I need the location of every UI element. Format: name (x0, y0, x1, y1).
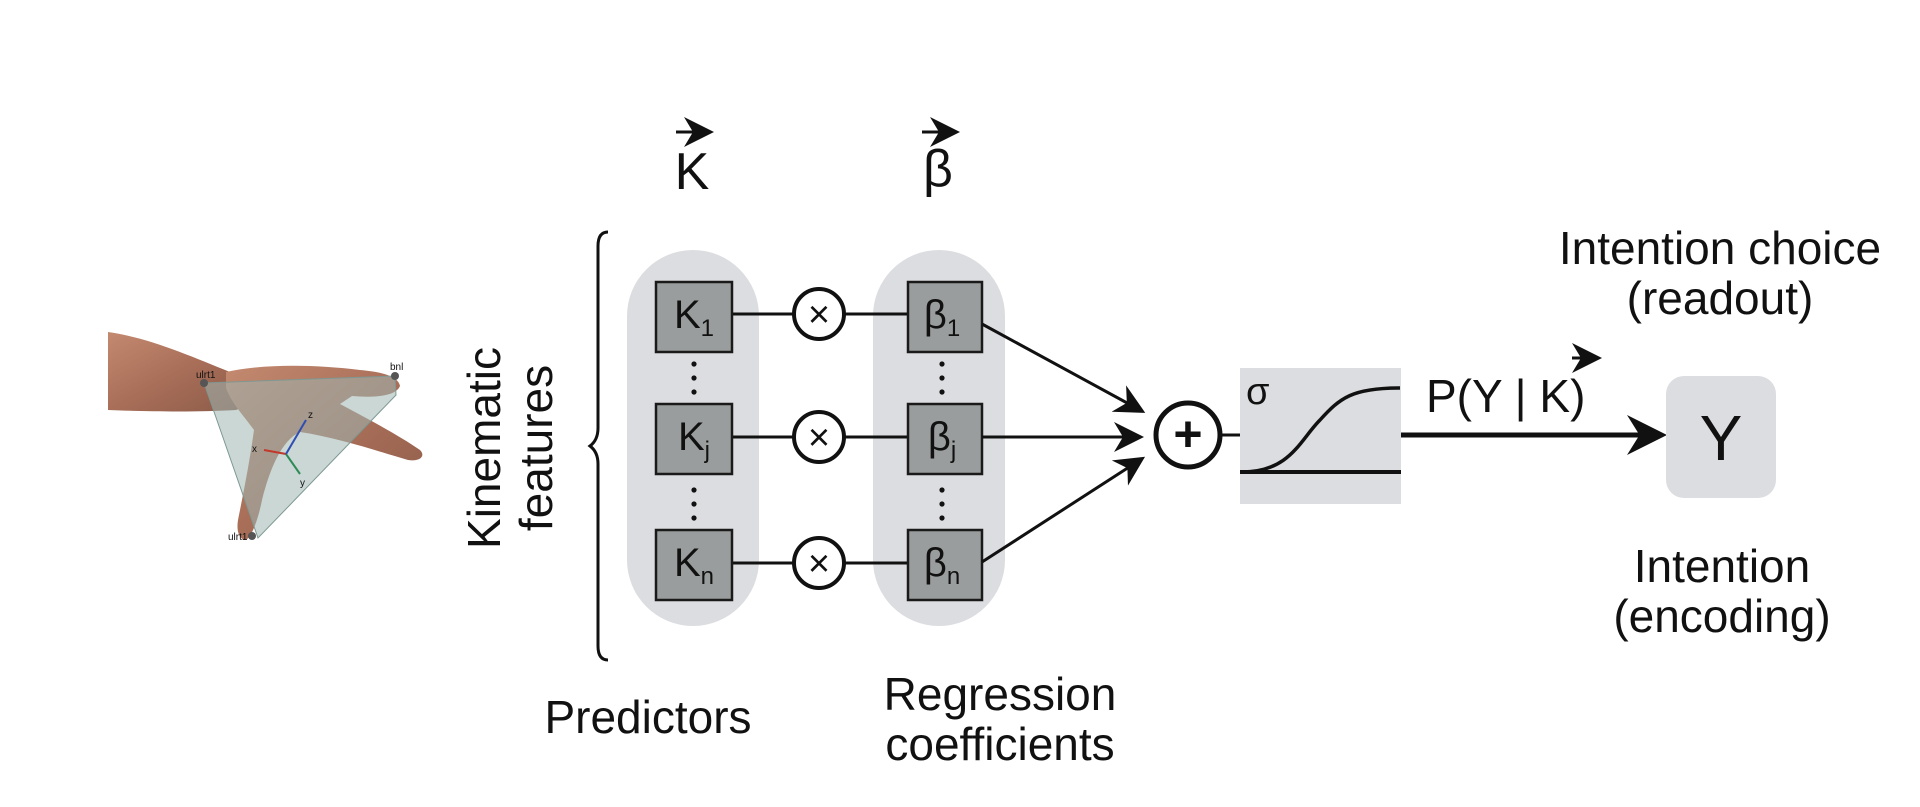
row-j: Kj × βj (654, 402, 984, 476)
hand-axis-label-z: z (308, 410, 313, 421)
hand-marker-label-1: ulrt1 (196, 370, 216, 381)
coefficient-dots-top-1 (939, 361, 945, 367)
coefficient-box-j (906, 402, 984, 476)
output-box (1666, 376, 1776, 498)
probability-vector: K (1539, 370, 1570, 422)
probability-prefix: P(Y | (1426, 370, 1539, 422)
kinematic-label-line1: Kinematic (458, 347, 510, 549)
predictor-dots-top-2 (691, 375, 697, 381)
predictor-subscript-j: j (704, 437, 710, 464)
coefficient-box-1 (906, 280, 984, 354)
coefficient-label-1: β1 (924, 293, 960, 342)
hand-marker-label-3: ulrt1 (228, 532, 248, 543)
coefficient-symbol-n: β (924, 541, 947, 585)
predictor-vector-header: K (675, 117, 714, 201)
sum-symbol: + (1173, 406, 1202, 462)
hand-axis-y (285, 453, 301, 475)
multiply-symbol-n: × (808, 543, 830, 585)
hand-axis-x (263, 449, 287, 455)
coefficient-label-n: βn (924, 541, 960, 590)
predictors-label: Predictors (544, 691, 751, 743)
probability-label: P(Y | K) (1426, 370, 1585, 422)
coefficient-vector-symbol: β (923, 140, 953, 198)
coefficient-dots-bot-3 (939, 515, 945, 521)
sigmoid-symbol: σ (1246, 371, 1269, 413)
predictor-dots-bot-1 (691, 487, 697, 493)
coefficient-subscript-n: n (947, 563, 960, 590)
encoding-label-line1: Intention (1634, 540, 1810, 592)
multiply-symbol-j: × (808, 417, 830, 459)
predictor-symbol-n: K (674, 541, 701, 585)
coefficient-subscript-1: 1 (947, 315, 960, 342)
readout-label-line1: Intention choice (1559, 222, 1881, 274)
predictor-dots-top-3 (691, 389, 697, 395)
predictor-dots-bot-2 (691, 501, 697, 507)
predictor-symbol-1: K (674, 293, 701, 337)
multiply-circle-j (792, 410, 846, 464)
predictor-subscript-1: 1 (701, 315, 714, 342)
probability-suffix: ) (1570, 370, 1585, 422)
multiply-symbol-1: × (808, 294, 830, 336)
hand-axis-label-x: x (252, 444, 257, 455)
hand-marker-index (391, 372, 399, 380)
predictor-box-n (654, 528, 734, 602)
hand-marker-plane (203, 375, 397, 539)
coefficient-label-j: βj (928, 415, 956, 464)
coefficient-box-n (906, 528, 984, 602)
predictor-dots-top-1 (691, 361, 697, 367)
output-symbol: Y (1700, 402, 1743, 474)
predictor-symbol-j: K (678, 415, 705, 459)
predictor-box-1 (654, 280, 734, 354)
predictor-box-j (654, 402, 734, 476)
hand-marker-wrist (200, 379, 208, 387)
hand-axis-label-y: y (300, 478, 305, 489)
row-n: Kn × βn (654, 528, 984, 602)
hand-illustration: ulrt1 bnl ulrt1 x y z (108, 332, 423, 543)
multiply-circle-n (792, 536, 846, 590)
readout-label-line2: (readout) (1627, 272, 1814, 324)
predictor-dots-bot-3 (691, 515, 697, 521)
ellipsis-dots (691, 361, 945, 521)
predictor-label-1: K1 (674, 293, 714, 342)
multiply-circle-1 (792, 287, 846, 341)
arrow-row-1-to-sum (981, 322, 1146, 413)
hand-marker-label-2: bnl (390, 362, 403, 373)
hand-axis-z (285, 419, 307, 455)
predictor-vector-symbol: K (675, 143, 710, 201)
kinematic-label: Kinematic features (458, 347, 562, 549)
sigmoid-curve (1241, 386, 1401, 474)
coefficient-dots-top-2 (939, 375, 945, 381)
arrow-row-n-to-sum (981, 456, 1146, 564)
predictor-label-n: Kn (674, 541, 714, 590)
predictor-subscript-n: n (701, 563, 714, 590)
coefficient-symbol-1: β (924, 293, 947, 337)
coefficient-subscript-j: j (950, 437, 956, 464)
row-1: K1 × β1 (654, 280, 984, 354)
coefficient-vector-header: β (922, 117, 960, 198)
predictor-label-j: Kj (678, 415, 710, 464)
coefficient-symbol-j: β (928, 415, 951, 459)
hand-marker-thumb (248, 532, 256, 540)
coefficient-dots-bot-2 (939, 501, 945, 507)
coefficients-label-line2: coefficients (885, 718, 1114, 770)
coefficient-dots-bot-1 (939, 487, 945, 493)
coefficient-dots-top-3 (939, 389, 945, 395)
encoding-label-line2: (encoding) (1613, 590, 1830, 642)
brace (587, 230, 609, 662)
coefficients-label-line1: Regression (884, 668, 1117, 720)
kinematic-label-line2: features (510, 365, 562, 531)
